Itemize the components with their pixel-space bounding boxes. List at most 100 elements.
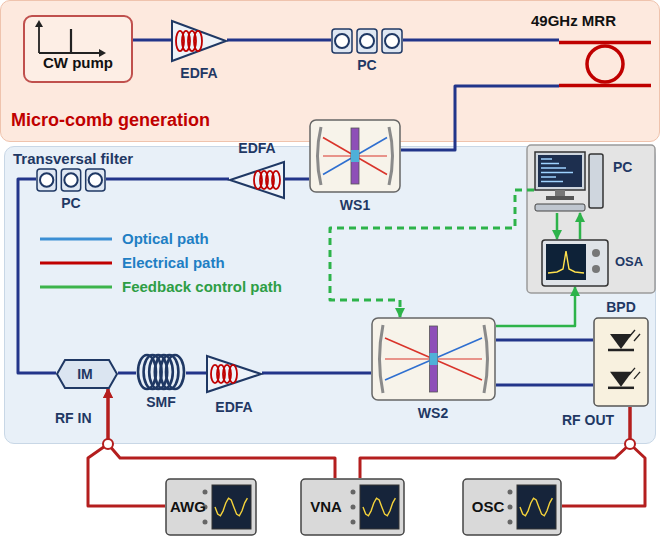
drawing-part — [559, 41, 651, 45]
optical-path — [118, 372, 136, 375]
drawing-part — [24, 16, 132, 82]
legend-text: Optical path — [122, 230, 209, 247]
drawing-part — [541, 176, 556, 178]
drawing-part — [351, 505, 356, 510]
drawing-part — [371, 317, 496, 401]
drawing-part — [629, 330, 635, 337]
drawing-part — [57, 360, 117, 388]
drawing-part — [318, 127, 322, 185]
electrical-path — [562, 407, 645, 506]
drawing-part — [541, 172, 573, 174]
rf-switch — [103, 439, 113, 449]
amplifier: EDFA — [225, 138, 289, 201]
electrical-path — [88, 389, 165, 506]
drawing-part — [508, 490, 513, 495]
drawing-part — [40, 173, 53, 186]
drawing-part — [203, 490, 208, 495]
drawing-part — [212, 485, 251, 529]
computer: PC — [534, 151, 652, 215]
drawing-part — [136, 353, 186, 391]
control-panel — [527, 145, 655, 293]
waveshaper-symbol — [309, 119, 401, 193]
drawing-part — [592, 265, 600, 273]
node-label: Transversal filter — [13, 150, 133, 167]
drawing-part — [559, 41, 651, 87]
amplifier: EDFA — [167, 20, 231, 84]
drawing-part — [61, 169, 80, 191]
legend-sample — [40, 262, 112, 265]
polarization-controller: PC — [329, 25, 405, 75]
drawing-part — [542, 240, 608, 286]
optical-path — [496, 384, 593, 387]
drawing-part — [517, 485, 556, 529]
drawing-part — [608, 349, 634, 352]
spectrum-analyzer-symbol — [541, 239, 609, 287]
drawing-part — [357, 29, 377, 53]
drawing-part — [538, 155, 582, 187]
drawing-part — [385, 34, 399, 48]
polarization-controller-symbol — [36, 168, 106, 192]
drawing-part — [363, 498, 395, 516]
drawing-part — [548, 251, 584, 273]
node-label: PC — [357, 57, 376, 73]
amplifier-symbol — [171, 20, 227, 62]
drawing-part — [171, 20, 227, 62]
optical-path — [18, 179, 56, 373]
drawing-part — [430, 353, 438, 365]
optical-path — [133, 39, 171, 42]
node-label: OSA — [615, 255, 643, 270]
node-label: PC — [613, 159, 632, 175]
node-label: WS2 — [418, 405, 448, 421]
feedback-path — [556, 213, 559, 239]
drawing-part — [351, 520, 356, 525]
optical-path — [106, 178, 229, 181]
drawing-part — [634, 372, 640, 379]
drawing-part — [351, 150, 359, 162]
optical-path — [262, 372, 371, 375]
drawing-part — [86, 169, 105, 191]
drawing-part — [229, 161, 285, 199]
feedback-path — [330, 190, 534, 317]
node-label: EDFA — [180, 65, 217, 81]
node-label: WS1 — [340, 197, 370, 213]
optical-path — [186, 372, 206, 375]
feedback-path — [579, 213, 582, 239]
drawing-part — [166, 355, 184, 389]
drawing-part — [594, 318, 648, 406]
drawing-part — [360, 34, 374, 48]
drawing-part — [332, 29, 352, 53]
drawing-part — [203, 520, 208, 525]
drawing-part — [36, 168, 106, 192]
drawing-part — [593, 317, 649, 407]
signal-label: RF OUT — [562, 412, 614, 428]
optical-path — [403, 39, 559, 42]
optical-path — [496, 339, 593, 342]
drawing-part — [546, 244, 586, 280]
drawing-part — [389, 127, 393, 185]
drawing-part — [309, 119, 401, 193]
node-label: SMF — [146, 394, 176, 410]
node-label: EDFA — [215, 399, 252, 415]
drawing-part — [380, 325, 384, 393]
drawing-part — [555, 190, 565, 196]
drawing-part — [382, 29, 402, 53]
node-label: AWG — [170, 498, 206, 515]
optical-path — [227, 39, 331, 42]
node-label: CW pump — [43, 54, 113, 71]
drawing-part — [508, 520, 513, 525]
drawing-part — [508, 505, 513, 510]
drawing-part — [331, 28, 403, 54]
drawing-part — [541, 158, 552, 160]
legend-text: Feedback control path — [122, 278, 282, 295]
drawing-part — [520, 498, 552, 516]
microring-resonator: 49GHz MRR — [516, 9, 656, 99]
microring-resonator-symbol — [559, 41, 651, 87]
drawing-part — [430, 326, 438, 392]
drawing-part — [301, 479, 404, 535]
drawing-part — [38, 25, 40, 53]
drawing-part — [541, 239, 609, 287]
drawing-part — [463, 479, 561, 535]
node-label: OSC — [472, 498, 505, 515]
polarization-controller: PC — [34, 166, 108, 212]
